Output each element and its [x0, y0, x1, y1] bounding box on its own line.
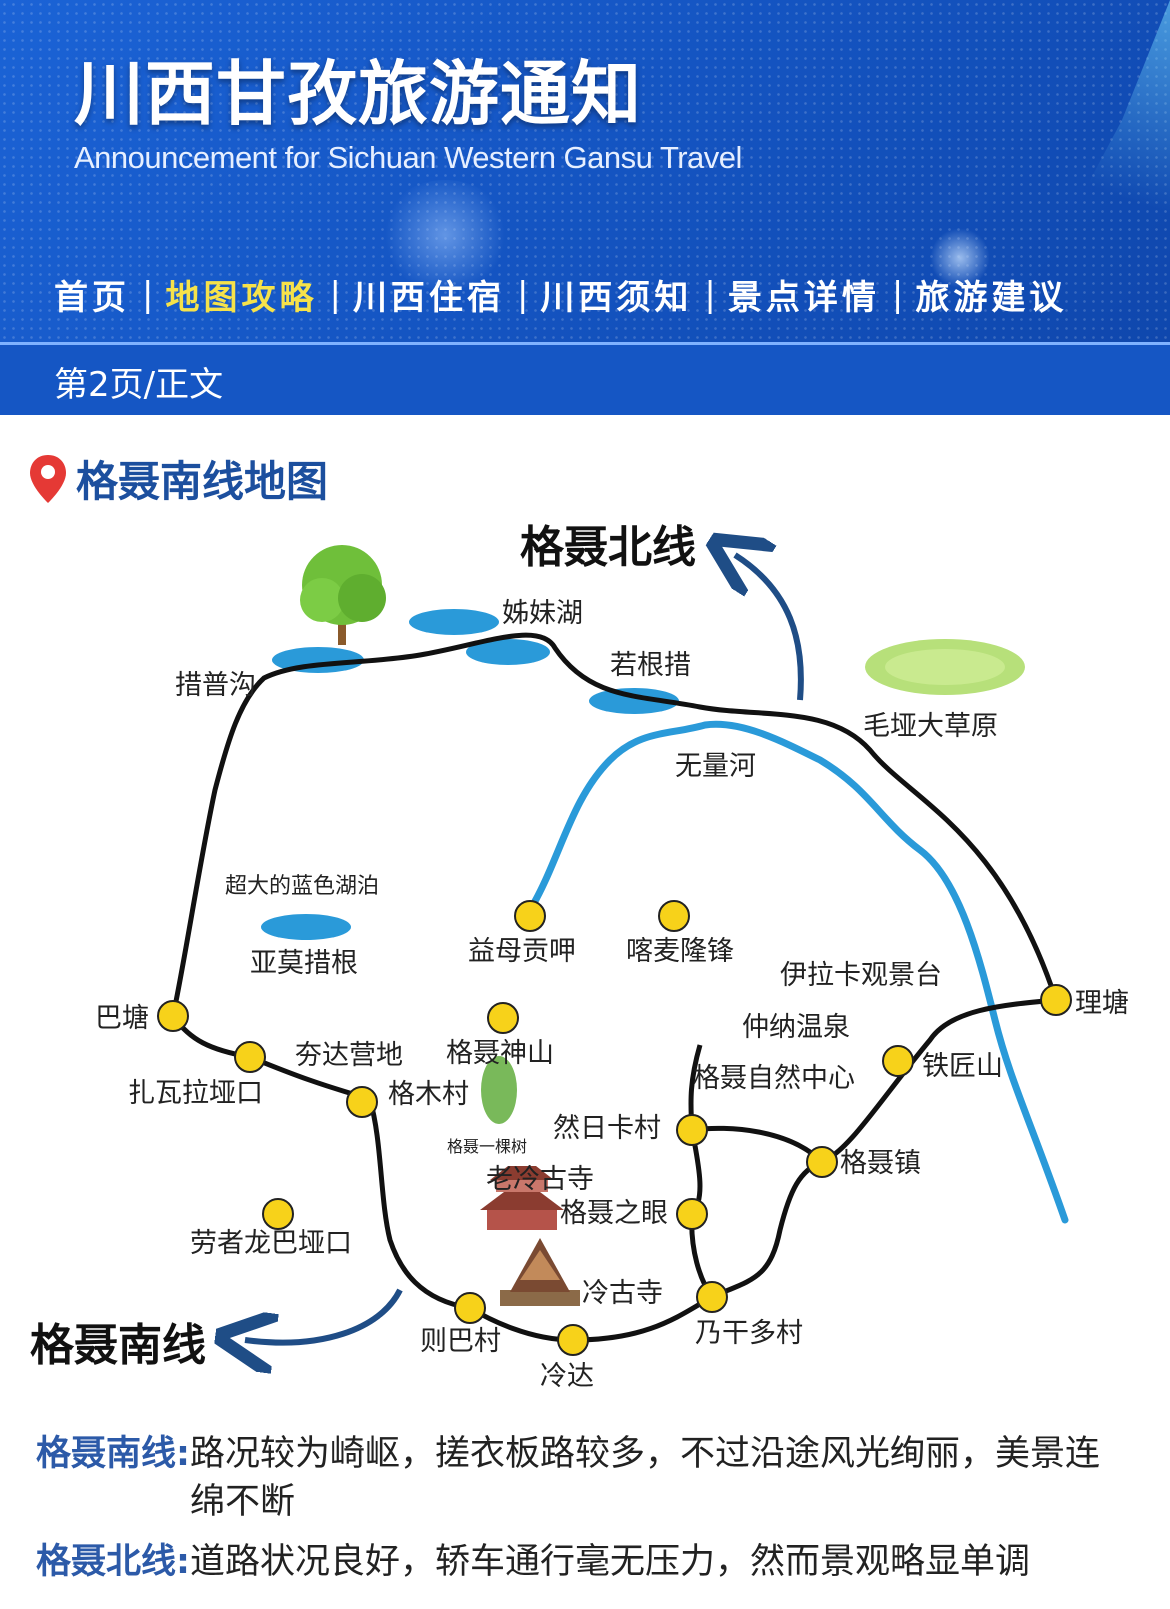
stop-marker: [234, 1041, 266, 1073]
place-label: 益母贡呷: [468, 936, 576, 967]
south-route-label: 格聂南线: [30, 1320, 206, 1371]
place-label: 夯达营地: [295, 1040, 403, 1071]
place-label: 亚莫措根: [250, 948, 358, 979]
place-label: 超大的蓝色湖泊: [225, 874, 379, 899]
note-text: 路况较为崎岖，搓衣板路较多，不过沿途风光绚丽，美景连绵不断: [190, 1434, 1101, 1522]
stop-marker: [157, 1000, 189, 1032]
tree-icon: [300, 545, 386, 645]
pagoda-icon: [500, 1238, 580, 1306]
place-label: 劳者龙巴垭口: [190, 1228, 352, 1259]
nav-item-notice[interactable]: 川西须知: [540, 278, 693, 318]
page-subtitle: Announcement for Sichuan Western Gansu T…: [74, 140, 742, 175]
place-label: 若根措: [610, 650, 691, 681]
place-label: 措普沟: [175, 670, 256, 701]
page-title: 川西甘孜旅游通知: [74, 53, 642, 135]
section-heading: 格聂南线地图: [28, 448, 328, 509]
section-title: 格聂南线地图: [76, 457, 329, 506]
stop-marker: [696, 1281, 728, 1313]
place-label: 格聂自然中心: [693, 1063, 855, 1094]
north-route-arrow: [735, 555, 804, 701]
stop-markers: [157, 900, 1072, 1356]
place-label: 扎瓦拉垭口: [128, 1078, 263, 1109]
north-route-label: 格聂北线: [520, 522, 696, 573]
map-pin-icon: [30, 454, 66, 503]
stop-marker: [346, 1086, 378, 1118]
nav-separator: |: [329, 274, 341, 315]
place-label: 则巴村: [420, 1326, 501, 1357]
nav-separator: |: [891, 274, 904, 315]
place-label: 铁匠山: [922, 1051, 1003, 1082]
note-key: 格聂南线:: [36, 1434, 190, 1474]
place-label: 格聂镇: [840, 1148, 921, 1179]
header-banner: 川西甘孜旅游通知 Announcement for Sichuan Wester…: [0, 0, 1170, 342]
place-label: 格聂神山: [446, 1038, 554, 1069]
header-pattern: [0, 0, 1170, 342]
meadow-icon: [865, 639, 1025, 695]
route-note-north: 格聂北线:道路状况良好，轿车通行毫无压力，然而景观略显单调: [36, 1538, 1146, 1586]
place-label: 格木村: [388, 1079, 469, 1110]
nav-separator: |: [142, 274, 154, 315]
top-nav: 首页 | 地图攻略 | 川西住宿 | 川西须知 | 景点详情 | 旅游建议: [54, 270, 1067, 319]
header-glow-small: [930, 228, 990, 288]
place-label: 巴塘: [95, 1003, 149, 1034]
lone-tree-icon: [481, 1056, 517, 1124]
river-path: [526, 720, 1069, 1224]
stop-marker: [676, 1198, 708, 1230]
place-label: 喀麦隆锋: [626, 936, 734, 967]
header-glow: [380, 180, 510, 290]
page-indicator: 第2页/正文: [54, 365, 224, 405]
page-indicator-bar: 第2页/正文: [0, 342, 1170, 415]
nav-item-attractions[interactable]: 景点详情: [727, 278, 880, 318]
stop-marker: [676, 1114, 708, 1146]
place-label: 老冷古寺: [486, 1164, 594, 1195]
place-label: 乃干多村: [695, 1318, 803, 1349]
river-label: 无量河: [675, 751, 756, 782]
route-note-south: 格聂南线:路况较为崎岖，搓衣板路较多，不过沿途风光绚丽，美景连绵不断: [36, 1430, 1146, 1526]
stop-marker: [262, 1198, 294, 1230]
stop-marker: [557, 1324, 589, 1356]
place-label: 冷达: [540, 1361, 594, 1392]
stop-marker: [882, 1045, 914, 1077]
south-route-arrow: [245, 1288, 403, 1343]
nav-item-home[interactable]: 首页: [54, 278, 130, 318]
place-label: 仲纳温泉: [742, 1012, 850, 1043]
place-label: 格聂一棵树: [447, 1137, 527, 1156]
place-label: 冷古寺: [582, 1278, 663, 1309]
place-label: 姊妹湖: [502, 598, 583, 629]
stop-marker: [487, 1002, 519, 1034]
route-map: 格聂北线 格聂南线 无量河 措普沟 姊妹湖 若根措 毛垭大草原 超大的蓝色湖泊 …: [30, 522, 1129, 1392]
stop-marker: [514, 900, 546, 932]
nav-item-advice[interactable]: 旅游建议: [915, 278, 1068, 318]
place-label: 格聂之眼: [560, 1198, 668, 1229]
temple-icon: [480, 1166, 564, 1230]
stop-marker: [658, 900, 690, 932]
place-label: 毛垭大草原: [863, 711, 998, 742]
place-label: 理塘: [1075, 988, 1129, 1019]
route-road: [170, 632, 1060, 1343]
note-text: 道路状况良好，轿车通行毫无压力，然而景观略显单调: [190, 1542, 1031, 1582]
nav-separator: |: [704, 274, 716, 315]
nav-item-lodging[interactable]: 川西住宿: [352, 278, 505, 318]
stop-marker: [454, 1292, 486, 1324]
stop-marker: [806, 1146, 838, 1178]
place-label: 伊拉卡观景台: [780, 960, 942, 991]
note-key: 格聂北线:: [36, 1542, 190, 1582]
stop-marker: [1040, 984, 1072, 1016]
nav-item-map-guide[interactable]: 地图攻略: [165, 278, 318, 318]
nav-separator: |: [516, 274, 529, 315]
place-label: 然日卡村: [553, 1113, 661, 1144]
